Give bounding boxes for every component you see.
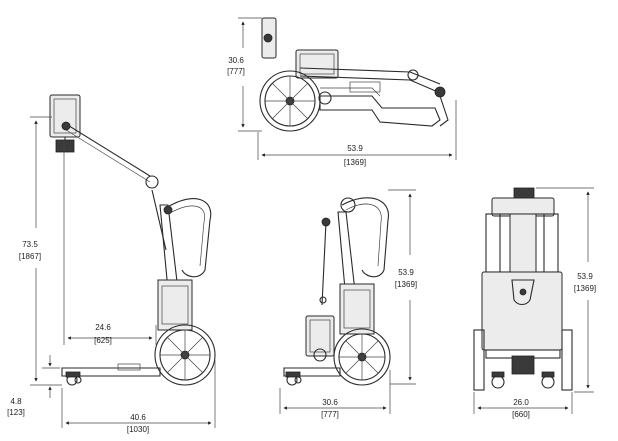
top-view-wheel bbox=[259, 70, 321, 132]
side-folded-drawing bbox=[283, 197, 391, 386]
reach-in: 24.6 bbox=[95, 323, 111, 332]
side-folded-length-dimension: 30.6 [777] bbox=[279, 370, 391, 419]
side-extended-reach-dimension: 24.6 [625] bbox=[63, 140, 157, 345]
base-height-dimension: 4.8 [123] bbox=[7, 355, 60, 417]
folded-length-in: 30.6 bbox=[322, 398, 338, 407]
extended-height-mm: [1867] bbox=[19, 252, 41, 261]
side-extended-length-dimension: 40.6 [1030] bbox=[61, 360, 216, 434]
top-view-drawing bbox=[259, 17, 449, 132]
reach-mm: [625] bbox=[94, 336, 112, 345]
front-height-dimension: 53.9 [1369] bbox=[536, 187, 596, 393]
front-height-mm: [1369] bbox=[574, 284, 596, 293]
base-height-in: 4.8 bbox=[10, 397, 22, 406]
front-width-mm: [660] bbox=[512, 410, 530, 419]
front-width-dimension: 26.0 [660] bbox=[473, 392, 573, 419]
top-length-mm: [1369] bbox=[344, 158, 366, 167]
top-view-length-dimension: 53.9 [1369] bbox=[257, 100, 457, 167]
top-height-mm: [777] bbox=[227, 67, 245, 76]
folded-height-mm: [1369] bbox=[395, 280, 417, 289]
side-folded-height-dimension: 53.9 [1369] bbox=[388, 189, 417, 385]
top-view-height-dimension: 30.6 [777] bbox=[227, 17, 262, 132]
top-height-in: 30.6 bbox=[228, 56, 244, 65]
folded-length-mm: [777] bbox=[321, 410, 339, 419]
extended-length-in: 40.6 bbox=[130, 413, 146, 422]
front-view-drawing bbox=[473, 187, 573, 391]
folded-height-in: 53.9 bbox=[398, 268, 414, 277]
side-extended-height-dimension: 73.5 [1867] bbox=[19, 116, 62, 386]
side-extended-wheel bbox=[154, 324, 216, 386]
extended-length-mm: [1030] bbox=[127, 425, 149, 434]
base-height-mm: [123] bbox=[7, 408, 25, 417]
top-length-in: 53.9 bbox=[347, 144, 363, 153]
side-extended-drawing bbox=[49, 94, 216, 386]
side-folded-wheel bbox=[333, 328, 391, 386]
front-height-in: 53.9 bbox=[577, 272, 593, 281]
front-width-in: 26.0 bbox=[513, 398, 529, 407]
extended-height-in: 73.5 bbox=[22, 240, 38, 249]
